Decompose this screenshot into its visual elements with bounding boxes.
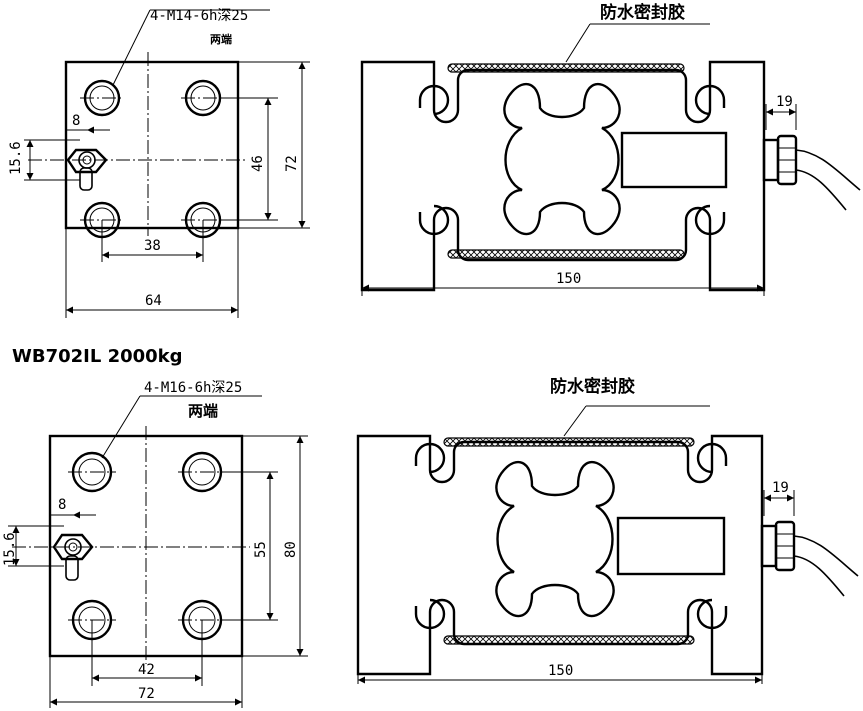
top-dim-8: 8: [72, 113, 80, 129]
bottom-seal-label: 防水密封胶: [550, 376, 635, 397]
bottom-hole-ends: 两端: [188, 402, 218, 420]
top-dim-19: 19: [776, 94, 793, 110]
bottom-seal-strip-upper: [443, 437, 695, 447]
bottom-dim-42: 42: [138, 662, 155, 678]
bottom-dim-15-6: 15.6: [2, 532, 18, 566]
top-side-body: [64, 60, 240, 230]
bottom-dim-72: 72: [138, 686, 155, 702]
top-side-view: 4-M14-6h深25 两端 8 15.6 46 72 38 64: [8, 8, 310, 318]
top-cable-gland-nut: [66, 148, 108, 191]
top-seal-label: 防水密封胶: [600, 2, 685, 23]
bottom-cable-gland: [760, 520, 859, 597]
bottom-center-bore: [495, 460, 615, 618]
bottom-hole-spec: 4-M16-6h深25: [144, 380, 242, 396]
bottom-dim-19: 19: [772, 480, 789, 496]
bottom-cable-gland-nut: [52, 533, 94, 581]
top-seal-strip-upper: [447, 63, 685, 73]
bottom-front-view: 19 150 防水密封胶: [356, 376, 859, 684]
top-dim-15-6: 15.6: [8, 141, 24, 175]
top-dim-38: 38: [144, 238, 161, 254]
top-dim-64: 64: [145, 293, 162, 309]
bottom-dim-55: 55: [253, 541, 269, 558]
top-cable-gland: [762, 134, 861, 211]
top-seal-strip-lower: [447, 249, 685, 259]
top-dim-46: 46: [250, 155, 266, 172]
bottom-dim-8: 8: [58, 497, 66, 513]
bottom-seal-strip-lower: [443, 635, 695, 645]
bottom-model-title: WB702IL 2000kg: [12, 346, 183, 367]
top-center-bore: [503, 82, 621, 236]
top-hole-ends: 两端: [210, 32, 232, 46]
top-front-view: 19 150 防水密封胶: [360, 2, 861, 296]
bottom-dim-80: 80: [283, 541, 299, 558]
top-mounting-holes: [80, 79, 225, 239]
bottom-label-plate: [616, 516, 726, 576]
top-dim-150: 150: [556, 271, 581, 287]
bottom-side-view: 4-M16-6h深25 两端 8 15.6 55 80 42 72: [2, 380, 308, 708]
bottom-dim-150: 150: [548, 663, 573, 679]
top-hole-spec: 4-M14-6h深25: [150, 8, 248, 24]
top-dim-72: 72: [284, 155, 300, 172]
top-label-plate: [620, 131, 728, 189]
